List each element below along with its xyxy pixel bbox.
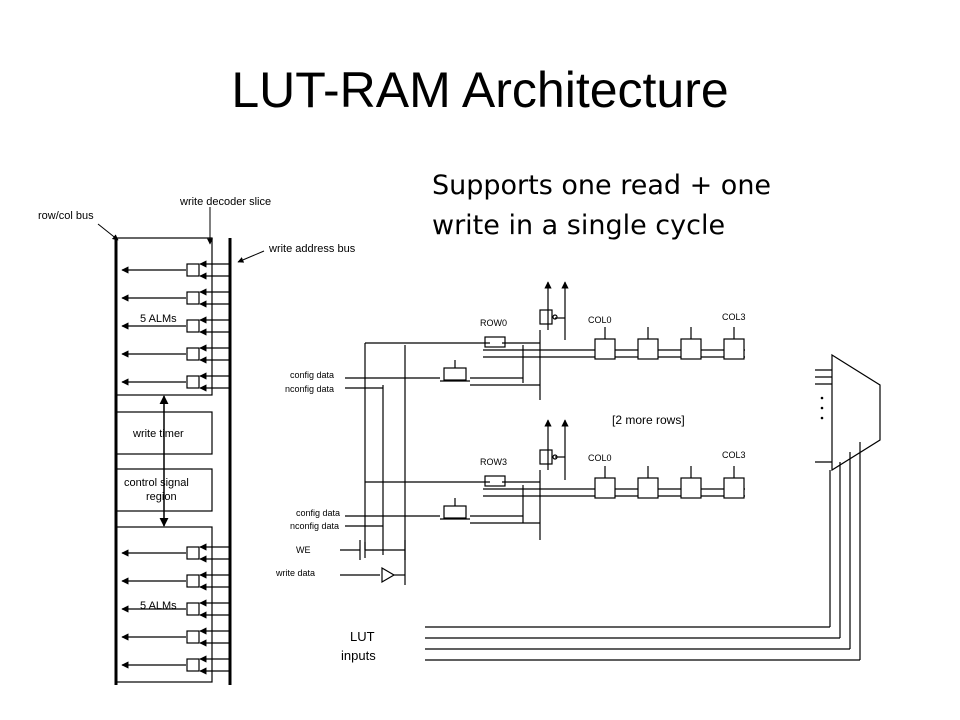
lut-cell-grid (594, 327, 745, 499)
alm-column (97, 207, 265, 685)
mux-dots (820, 396, 824, 420)
write-address-bus-label: write address bus (268, 243, 356, 255)
alm-decoder-rows (121, 260, 229, 675)
col3-top-label: COL3 (722, 312, 746, 322)
alm-box-bottom (115, 526, 213, 683)
write-timer-label: write timer (132, 428, 184, 440)
lut-inputs-label-1: LUT (350, 629, 375, 644)
config-data-label-1: config data (290, 370, 334, 380)
decoder-row (121, 655, 229, 675)
bullet-line-2: write in a single cycle (432, 210, 726, 241)
lut-memory-cell (680, 327, 702, 360)
nconfig-data-label-1: nconfig data (285, 384, 334, 394)
control-signal-label-2: region (146, 491, 177, 503)
row-col-bus-label: row/col bus (38, 210, 94, 222)
more-rows-label: [2 more rows] (612, 413, 685, 427)
lut-memory-cell (723, 466, 745, 499)
alm-box-top (115, 237, 213, 396)
decoder-row (121, 571, 229, 591)
left-labels: row/col bus write decoder slice write ad… (38, 196, 356, 612)
row0-label: ROW0 (480, 318, 507, 328)
write-data-label: write data (275, 568, 315, 578)
decoder-row (121, 599, 229, 619)
lut-memory-cell (637, 466, 659, 499)
col0-bottom-label: COL0 (588, 453, 612, 463)
config-data-label-2: config data (296, 508, 340, 518)
decoder-row (121, 627, 229, 647)
lut-memory-cell (594, 466, 616, 499)
decoder-row (121, 372, 229, 392)
lut-memory-cell (594, 327, 616, 360)
lut-memory-cell (680, 466, 702, 499)
right-labels: ROW0 ROW3 COL0 COL3 COL0 COL3 config dat… (275, 312, 746, 578)
lut-memory-cell (637, 327, 659, 360)
decoder-row (121, 344, 229, 364)
decoder-row (121, 543, 229, 563)
slide-title: LUT-RAM Architecture (231, 62, 729, 118)
control-signal-label-1: control signal (124, 477, 189, 489)
row3-label: ROW3 (480, 457, 507, 467)
nconfig-data-label-2: nconfig data (290, 521, 339, 531)
write-decoder-slice-label: write decoder slice (179, 196, 271, 208)
lutram-schematic (340, 281, 881, 661)
output-mux (831, 353, 881, 472)
decoder-row (121, 288, 229, 308)
right-labels-large: [2 more rows] LUT inputs (341, 413, 685, 663)
bullet-line-1: Supports one read + one (432, 170, 772, 201)
lut-memory-cell (723, 327, 745, 360)
we-label: WE (296, 545, 311, 555)
decoder-row (121, 260, 229, 280)
alms-top-label: 5 ALMs (140, 313, 177, 325)
decoder-row (121, 316, 229, 336)
lut-inputs-label-2: inputs (341, 648, 376, 663)
col0-top-label: COL0 (588, 315, 612, 325)
alms-bottom-label: 5 ALMs (140, 600, 177, 612)
col3-bottom-label: COL3 (722, 450, 746, 460)
slide-bullet: Supports one read + one write in a singl… (432, 166, 852, 246)
